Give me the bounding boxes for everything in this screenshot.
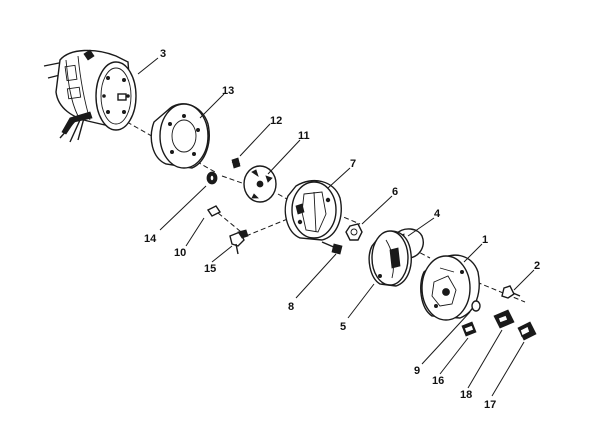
housing-bolt-illustration bbox=[501, 285, 521, 299]
nut-illustration bbox=[345, 223, 363, 241]
motor-illustration bbox=[43, 49, 137, 143]
part-label-10: 10 bbox=[174, 247, 186, 259]
drain-plug-illustration bbox=[461, 321, 477, 337]
part-label-15: 15 bbox=[204, 263, 216, 275]
plate-screw-illustration bbox=[321, 241, 343, 255]
valve-fitting-illustration bbox=[229, 229, 249, 255]
part-label-4: 4 bbox=[434, 208, 441, 220]
part-label-13: 13 bbox=[222, 85, 234, 97]
pump-housing-illustration bbox=[420, 254, 480, 321]
clip-illustration bbox=[206, 205, 222, 217]
adapter-ring-illustration bbox=[150, 103, 210, 169]
part-label-9: 9 bbox=[414, 365, 420, 377]
o-ring-illustration bbox=[471, 300, 481, 312]
part-label-6: 6 bbox=[392, 186, 398, 198]
part-label-11: 11 bbox=[298, 130, 310, 142]
part-label-7: 7 bbox=[350, 158, 356, 170]
part-label-1: 1 bbox=[482, 234, 488, 246]
part-label-3: 3 bbox=[160, 48, 166, 60]
part-labels: 3 13 12 11 7 6 4 1 2 14 10 15 8 5 9 16 1… bbox=[144, 48, 540, 411]
priming-plug-illustration bbox=[493, 309, 515, 329]
part-label-12: 12 bbox=[270, 115, 282, 127]
seal-plate-illustration bbox=[368, 230, 412, 287]
shaft-seal-illustration bbox=[206, 171, 218, 185]
part-label-18: 18 bbox=[460, 389, 472, 401]
impeller-illustration bbox=[243, 165, 277, 203]
part-label-16: 16 bbox=[432, 375, 444, 387]
part-label-5: 5 bbox=[340, 321, 346, 333]
pipe-plug-illustration bbox=[517, 321, 537, 341]
part-label-2: 2 bbox=[534, 260, 540, 272]
part-label-14: 14 bbox=[144, 233, 157, 245]
screw-illustration bbox=[231, 157, 241, 169]
diffuser-plate-illustration bbox=[284, 179, 342, 241]
part-label-8: 8 bbox=[288, 301, 294, 313]
part-label-17: 17 bbox=[484, 399, 496, 411]
leader-lines bbox=[137, 57, 535, 397]
